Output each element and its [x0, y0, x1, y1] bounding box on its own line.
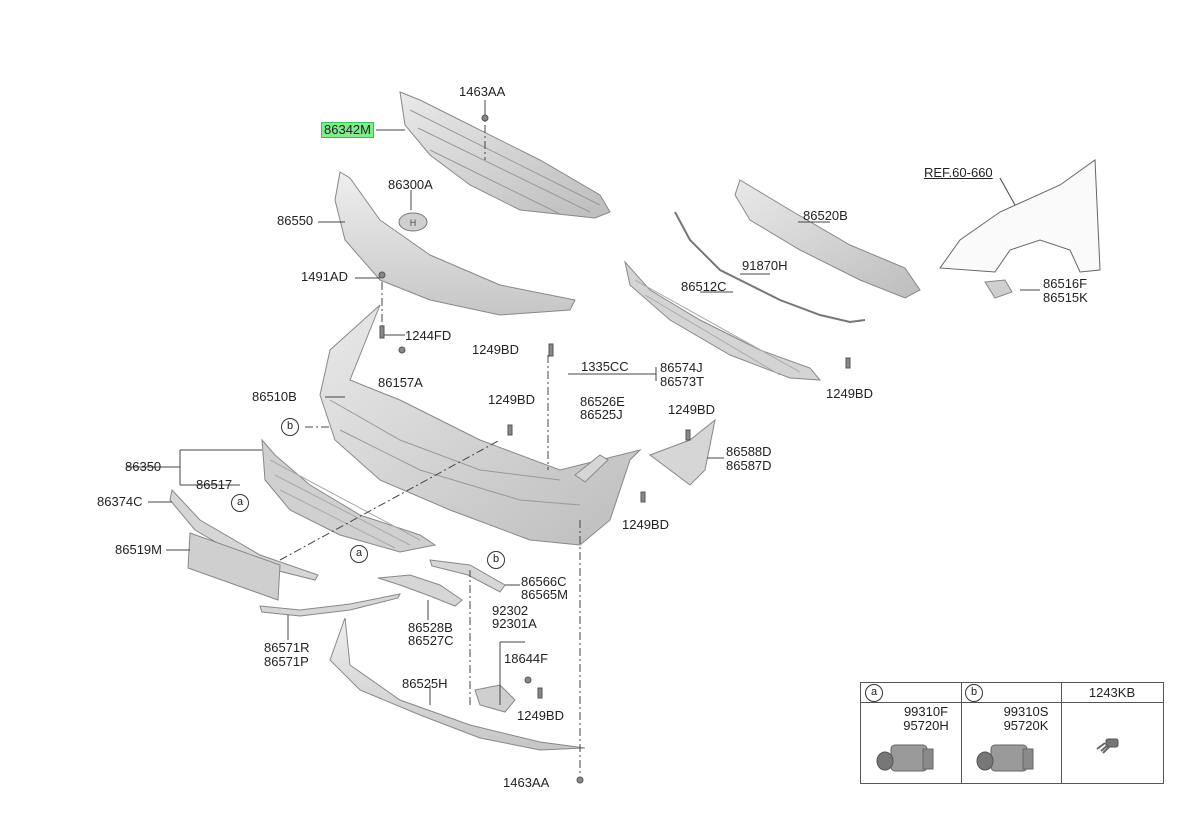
- part-86342M-shape: [399, 91, 611, 219]
- part-label-1249BD-b: 1249BD: [488, 392, 535, 407]
- part-label-86566C: 86566C: [521, 574, 567, 589]
- part-label-86528B: 86528B: [408, 620, 453, 635]
- part-label-86587D: 86587D: [726, 458, 772, 473]
- part-91870H-shape: [674, 211, 866, 324]
- legend-part-images: [876, 738, 1119, 772]
- part-label-1335CC: 1335CC: [581, 359, 629, 374]
- part-86525H-shape: [329, 617, 586, 751]
- part-label-18644F: 18644F: [504, 651, 549, 666]
- screws: [378, 114, 851, 784]
- legend-key-a: a: [865, 684, 883, 702]
- part-86571-shape: [259, 593, 401, 617]
- part-label-86574J: 86574J: [660, 360, 703, 375]
- part-label-86157A: 86157A: [378, 375, 423, 390]
- part-label-86571P: 86571P: [264, 654, 309, 669]
- emblem-86300A: H: [398, 212, 428, 232]
- part-86374C-shape: [169, 488, 319, 581]
- part-label-86565M: 86565M: [521, 587, 568, 602]
- legend-title-1243KB: 1243KB: [1088, 685, 1136, 700]
- part-label-86573T: 86573T: [660, 374, 705, 389]
- legend-divider-2: [1061, 683, 1062, 783]
- part-label-86588D: 86588D: [726, 444, 772, 459]
- part-label-1249BD-a: 1249BD: [472, 342, 519, 357]
- callout-a-upper[interactable]: a: [231, 494, 249, 512]
- part-label-86550: 86550: [277, 213, 314, 228]
- part-86528B-shape: [377, 574, 463, 607]
- legend-a-line2: 95720H: [903, 718, 949, 733]
- sensor-icon-a: [876, 744, 934, 772]
- part-label-86300A: 86300A: [388, 177, 433, 192]
- part-label-86517: 86517: [196, 477, 233, 492]
- callout-a-lower[interactable]: a: [350, 545, 368, 563]
- part-86512C-shape: [624, 260, 822, 381]
- part-86519M-shape: [187, 532, 281, 601]
- legend-header-row: [861, 683, 1163, 703]
- legend-b-line2: 95720K: [1003, 718, 1049, 733]
- parts-legend-table: a b 1243KB 99310F 95720H 99310S 95720K: [860, 682, 1164, 784]
- part-label-1249BD-e: 1249BD: [826, 386, 873, 401]
- part-label-86571R: 86571R: [264, 640, 310, 655]
- part-label-92302: 92302: [492, 603, 529, 618]
- part-label-1249BD-f: 1249BD: [517, 708, 564, 723]
- part-label-1491AD: 1491AD: [301, 269, 348, 284]
- screw-icon-1243KB: [1096, 738, 1119, 754]
- part-label-86350: 86350: [125, 459, 162, 474]
- part-92301A-shape: [474, 684, 516, 713]
- part-label-86374C: 86374C: [97, 494, 143, 509]
- part-label-86510B: 86510B: [252, 389, 297, 404]
- legend-b-line1: 99310S: [1003, 704, 1049, 719]
- part-label-86516F: 86516F: [1043, 276, 1088, 291]
- leader-lines: [126, 100, 1040, 705]
- part-label-86520B: 86520B: [803, 208, 848, 223]
- guide-lines: [279, 125, 581, 775]
- legend-divider-1: [961, 683, 962, 783]
- part-86516F-shape: [984, 279, 1013, 299]
- part-86566C-shape: [429, 559, 506, 593]
- legend-key-b: b: [965, 684, 983, 702]
- part-label-86342M[interactable]: 86342M: [321, 122, 374, 138]
- callout-b-lower[interactable]: b: [487, 551, 505, 569]
- legend-a-line1: 99310F: [903, 704, 949, 719]
- part-label-1249BD-d: 1249BD: [622, 517, 669, 532]
- part-label-1244FD: 1244FD: [405, 328, 452, 343]
- part-label-86525J: 86525J: [580, 407, 623, 422]
- part-label-86515K: 86515K: [1043, 290, 1088, 305]
- part-label-86519M: 86519M: [115, 542, 162, 557]
- callout-b-upper[interactable]: b: [281, 418, 299, 436]
- part-label-86526E: 86526E: [580, 394, 625, 409]
- part-label-1463AA-bot: 1463AA: [503, 775, 550, 790]
- part-86526E-shape: [574, 454, 609, 483]
- part-label-1463AA-top: 1463AA: [459, 84, 506, 99]
- part-86588D-shape: [648, 418, 716, 486]
- fender-outline: [939, 159, 1101, 273]
- svg-text:H: H: [410, 219, 417, 229]
- part-label-91870H: 91870H: [742, 258, 788, 273]
- part-label-1249BD-c: 1249BD: [668, 402, 715, 417]
- part-label-86527C: 86527C: [408, 633, 454, 648]
- ref-label[interactable]: REF.60-660: [924, 165, 993, 180]
- part-86350-shape: [261, 438, 437, 553]
- part-86550-shape: [334, 171, 576, 316]
- part-label-86512C: 86512C: [681, 279, 727, 294]
- sensor-icon-b: [976, 744, 1034, 772]
- part-86510B-shape: [319, 304, 642, 546]
- part-86520B-shape: [734, 179, 921, 299]
- part-label-92301A: 92301A: [492, 616, 537, 631]
- part-label-86525H: 86525H: [402, 676, 448, 691]
